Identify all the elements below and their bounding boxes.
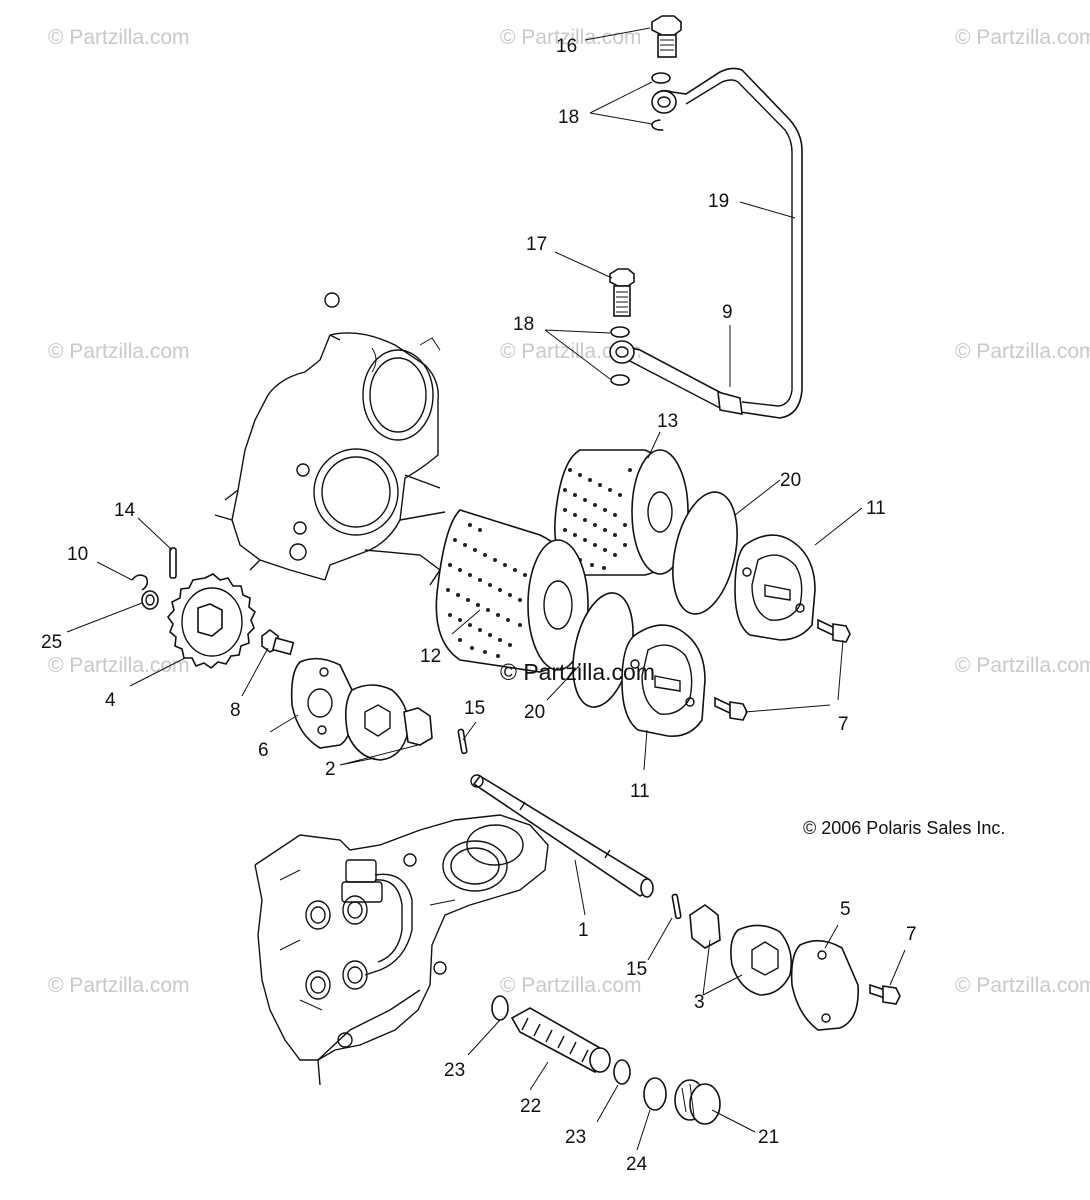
- part-21-plug: [674, 1079, 721, 1125]
- watermark: © Partzilla.com: [500, 340, 642, 363]
- part-20-o-ring: [672, 491, 738, 615]
- watermark: © Partzilla.com: [48, 654, 190, 677]
- callout-8: 8: [230, 700, 241, 721]
- part-8-screw: [261, 629, 295, 656]
- part-1-shaft: [470, 774, 654, 898]
- part-12-oil-filter: [435, 509, 589, 673]
- part-4-sprocket: [166, 573, 256, 670]
- callout-5: 5: [840, 899, 851, 920]
- part-14-pin: [169, 547, 177, 579]
- watermark: © Partzilla.com: [48, 974, 190, 997]
- callout-4: 4: [105, 690, 116, 711]
- leader-lines: [66, 27, 906, 1151]
- watermark: © Partzilla.com: [955, 974, 1090, 997]
- callout-23: 23: [444, 1060, 465, 1081]
- callout-20: 20: [524, 702, 545, 723]
- copyright-notice: © 2006 Polaris Sales Inc.: [803, 818, 1005, 838]
- callout-11: 11: [630, 781, 650, 802]
- callout-7: 7: [906, 924, 917, 945]
- callout-3: 3: [694, 992, 705, 1013]
- callout-21: 21: [758, 1127, 779, 1148]
- part-19-oil-line: [651, 67, 803, 419]
- callout-19: 19: [708, 191, 729, 212]
- callout-24: 24: [626, 1154, 648, 1175]
- callout-20: 20: [780, 470, 801, 491]
- callout-16: 16: [556, 36, 577, 57]
- part-6-plate: [290, 657, 354, 749]
- part-16-banjo-bolt: [651, 15, 682, 58]
- callout-17: 17: [526, 234, 547, 255]
- callout-1: 1: [578, 920, 589, 941]
- callout-13: 13: [657, 411, 678, 432]
- callout-11: 11: [866, 498, 886, 519]
- callout-15: 15: [626, 959, 647, 980]
- part-25-washer: [141, 590, 159, 610]
- watermark: © Partzilla.com: [500, 26, 642, 49]
- center-watermark: © Partzilla.com: [500, 659, 655, 685]
- part-23-o-ring: [491, 995, 509, 1021]
- part-5-plate: [790, 939, 859, 1031]
- callout-labels: 16 18 19 17 18 9 13 20 11 14 10 25 4 8 6…: [41, 36, 917, 1175]
- callout-7: 7: [838, 714, 849, 735]
- part-3-pump-rotor: [689, 904, 793, 996]
- watermark: © Partzilla.com: [955, 340, 1090, 363]
- part-24-o-ring: [643, 1077, 667, 1111]
- part-17-banjo-bolt: [609, 268, 635, 317]
- callout-25: 25: [41, 632, 62, 653]
- watermark: © Partzilla.com: [48, 340, 190, 363]
- part-15-pin: [671, 893, 682, 920]
- callout-23: 23: [565, 1127, 586, 1148]
- part-7-bolt: [817, 618, 851, 643]
- part-18-washer: [610, 374, 630, 386]
- callout-18: 18: [558, 107, 579, 128]
- part-7-bolt: [869, 983, 901, 1005]
- part-13-oil-filter: [554, 449, 689, 576]
- part-18-washer: [651, 72, 671, 84]
- callout-2: 2: [325, 759, 336, 780]
- watermark: © Partzilla.com: [500, 974, 642, 997]
- part-15-pin: [457, 728, 468, 755]
- part-22-strainer: [510, 1007, 611, 1073]
- watermark: © Partzilla.com: [48, 26, 190, 49]
- part-10-clip: [131, 574, 149, 591]
- callout-6: 6: [258, 740, 269, 761]
- part-23-o-ring: [613, 1059, 631, 1085]
- part-18-washer: [610, 326, 630, 338]
- callout-22: 22: [520, 1096, 541, 1117]
- lower-crankcase-illustration: [254, 814, 549, 1086]
- watermarks: © Partzilla.com © Partzilla.com © Partzi…: [48, 26, 1090, 997]
- watermark: © Partzilla.com: [955, 26, 1090, 49]
- callout-12: 12: [420, 646, 441, 667]
- part-11-filter-cover: [734, 534, 816, 641]
- callout-10: 10: [67, 544, 88, 565]
- part-11-filter-cover: [621, 624, 706, 737]
- part-2-pump-rotor: [344, 684, 433, 761]
- callout-15: 15: [464, 698, 485, 719]
- part-9-oil-line: [609, 340, 743, 415]
- upper-crankcase-illustration: [214, 292, 446, 586]
- part-7-bolt: [714, 696, 748, 721]
- watermark: © Partzilla.com: [955, 654, 1090, 677]
- callout-9: 9: [722, 302, 733, 323]
- callout-18: 18: [513, 314, 534, 335]
- callout-14: 14: [114, 500, 136, 521]
